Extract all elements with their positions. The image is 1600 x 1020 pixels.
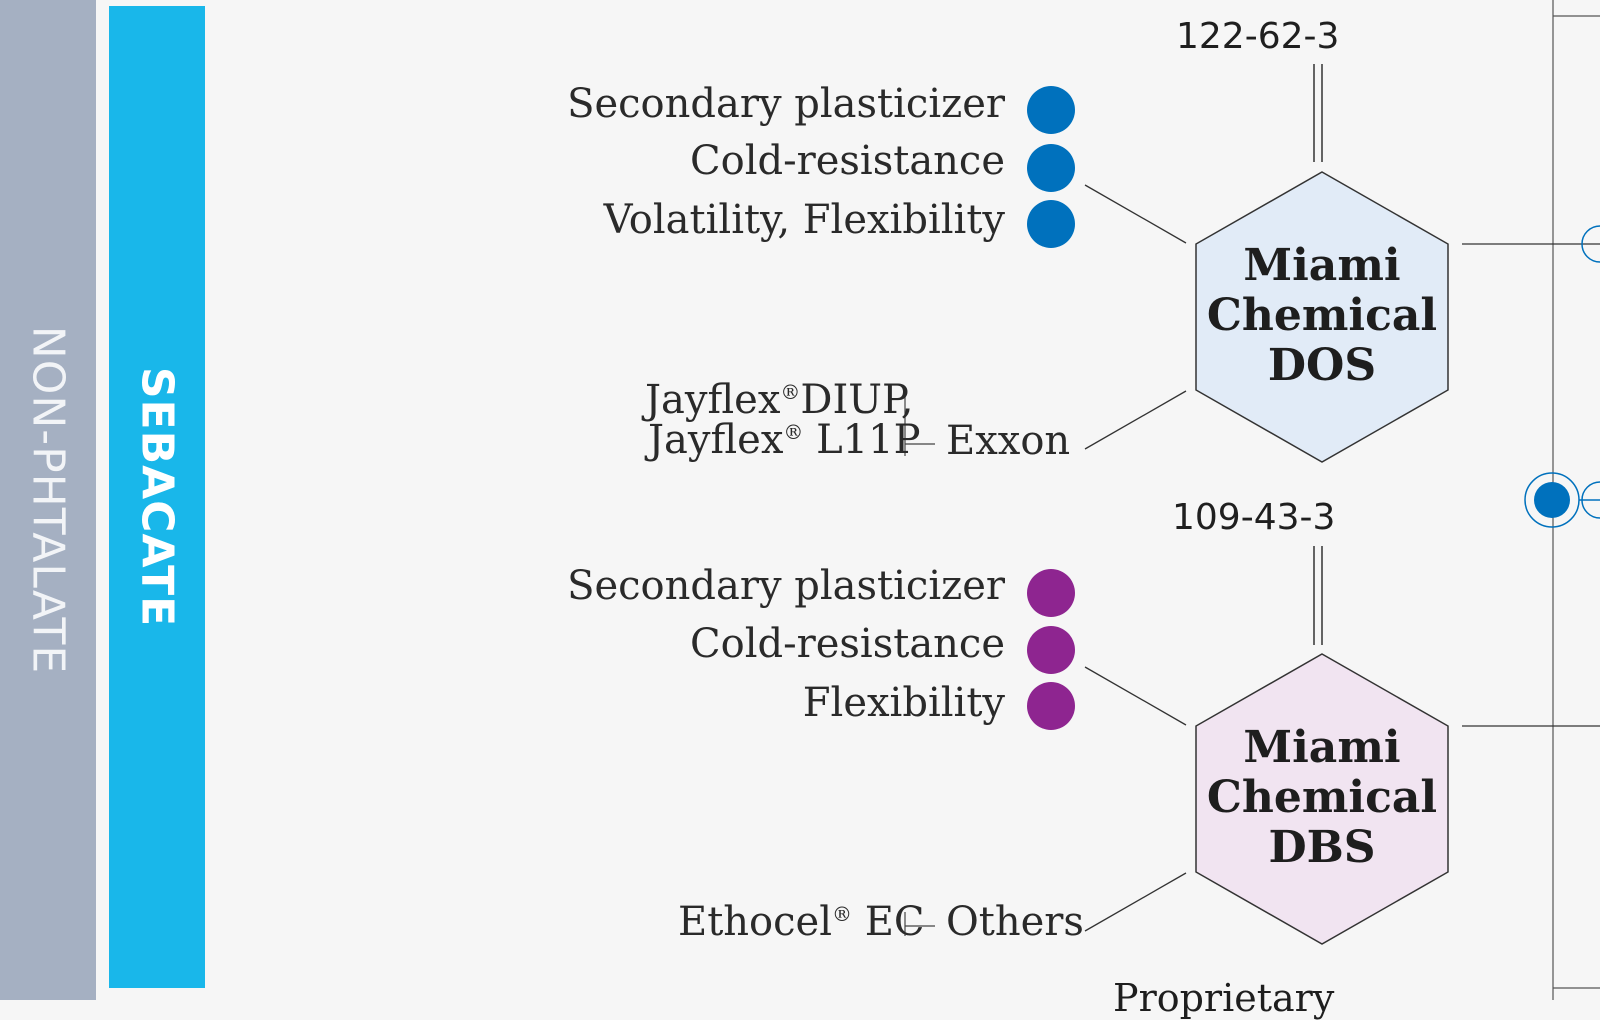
supplier-name: Exxon — [946, 418, 1071, 464]
category-band-non-phthalate: NON-PHTALATE — [0, 0, 96, 1000]
supplier-name: Others — [946, 899, 1084, 945]
alternative-product-line: Ethocel® EC — [678, 902, 925, 942]
alternative-product-line: Jayflex®DIUP, — [645, 380, 914, 420]
feature-dot — [1027, 144, 1075, 192]
alternative-name: Jayflex — [648, 417, 784, 463]
feature-dot — [1027, 569, 1075, 617]
registered-mark: ® — [831, 902, 852, 926]
cas-number: 122-62-3 — [1176, 16, 1340, 57]
feature-label: Flexibility — [802, 680, 1005, 726]
feature-dot — [1027, 682, 1075, 730]
supplier-bracket — [904, 392, 935, 936]
connector-features — [1084, 666, 1187, 726]
feature-dot — [1027, 200, 1075, 248]
feature-label: Cold-resistance — [690, 621, 1005, 667]
alternative-name: Ethocel — [678, 899, 832, 945]
feature-label: Cold-resistance — [690, 138, 1005, 184]
product-dbs-node[interactable] — [1027, 546, 1600, 945]
feature-label: Secondary plasticizer — [567, 81, 1005, 127]
product-name-line: Chemical — [1206, 290, 1438, 341]
cas-number: 109-43-3 — [1172, 497, 1336, 538]
product-name-line: Chemical — [1206, 772, 1438, 823]
feature-dot — [1027, 86, 1075, 134]
product-name-line: DBS — [1268, 822, 1376, 873]
connector-alternatives — [1084, 390, 1187, 450]
feature-label: Volatility, Flexibility — [603, 197, 1005, 243]
feature-label: Secondary plasticizer — [567, 563, 1005, 609]
feature-dot — [1027, 626, 1075, 674]
product-name-line: DOS — [1267, 340, 1377, 391]
product-name-line: Miami — [1243, 722, 1401, 773]
registered-mark: ® — [783, 420, 804, 444]
alternative-name: Jayflex — [645, 377, 781, 423]
alternative-name: L11P — [803, 417, 921, 463]
section-label-partial: Proprietary — [1113, 976, 1335, 1020]
product-name-dos[interactable]: Miami Chemical DOS — [1192, 241, 1452, 391]
connector-alternatives — [1084, 872, 1187, 932]
hexagon-dbs — [1195, 653, 1449, 945]
subcategory-band-sebacate: SEBACATE — [109, 6, 205, 988]
product-dos-node[interactable] — [1027, 64, 1600, 463]
registered-mark: ® — [780, 380, 801, 404]
connector-features — [1084, 184, 1187, 244]
alternative-name: DIUP, — [800, 377, 914, 423]
alternative-product-line: Jayflex® L11P — [648, 420, 920, 460]
alternative-name: EC — [851, 899, 925, 945]
product-name-line: Miami — [1243, 240, 1401, 291]
partial-circle-icon — [1581, 225, 1600, 263]
junction-marker — [1524, 472, 1600, 528]
product-name-dbs[interactable]: Miami Chemical DBS — [1192, 723, 1452, 873]
hexagon-dos — [1195, 171, 1449, 463]
